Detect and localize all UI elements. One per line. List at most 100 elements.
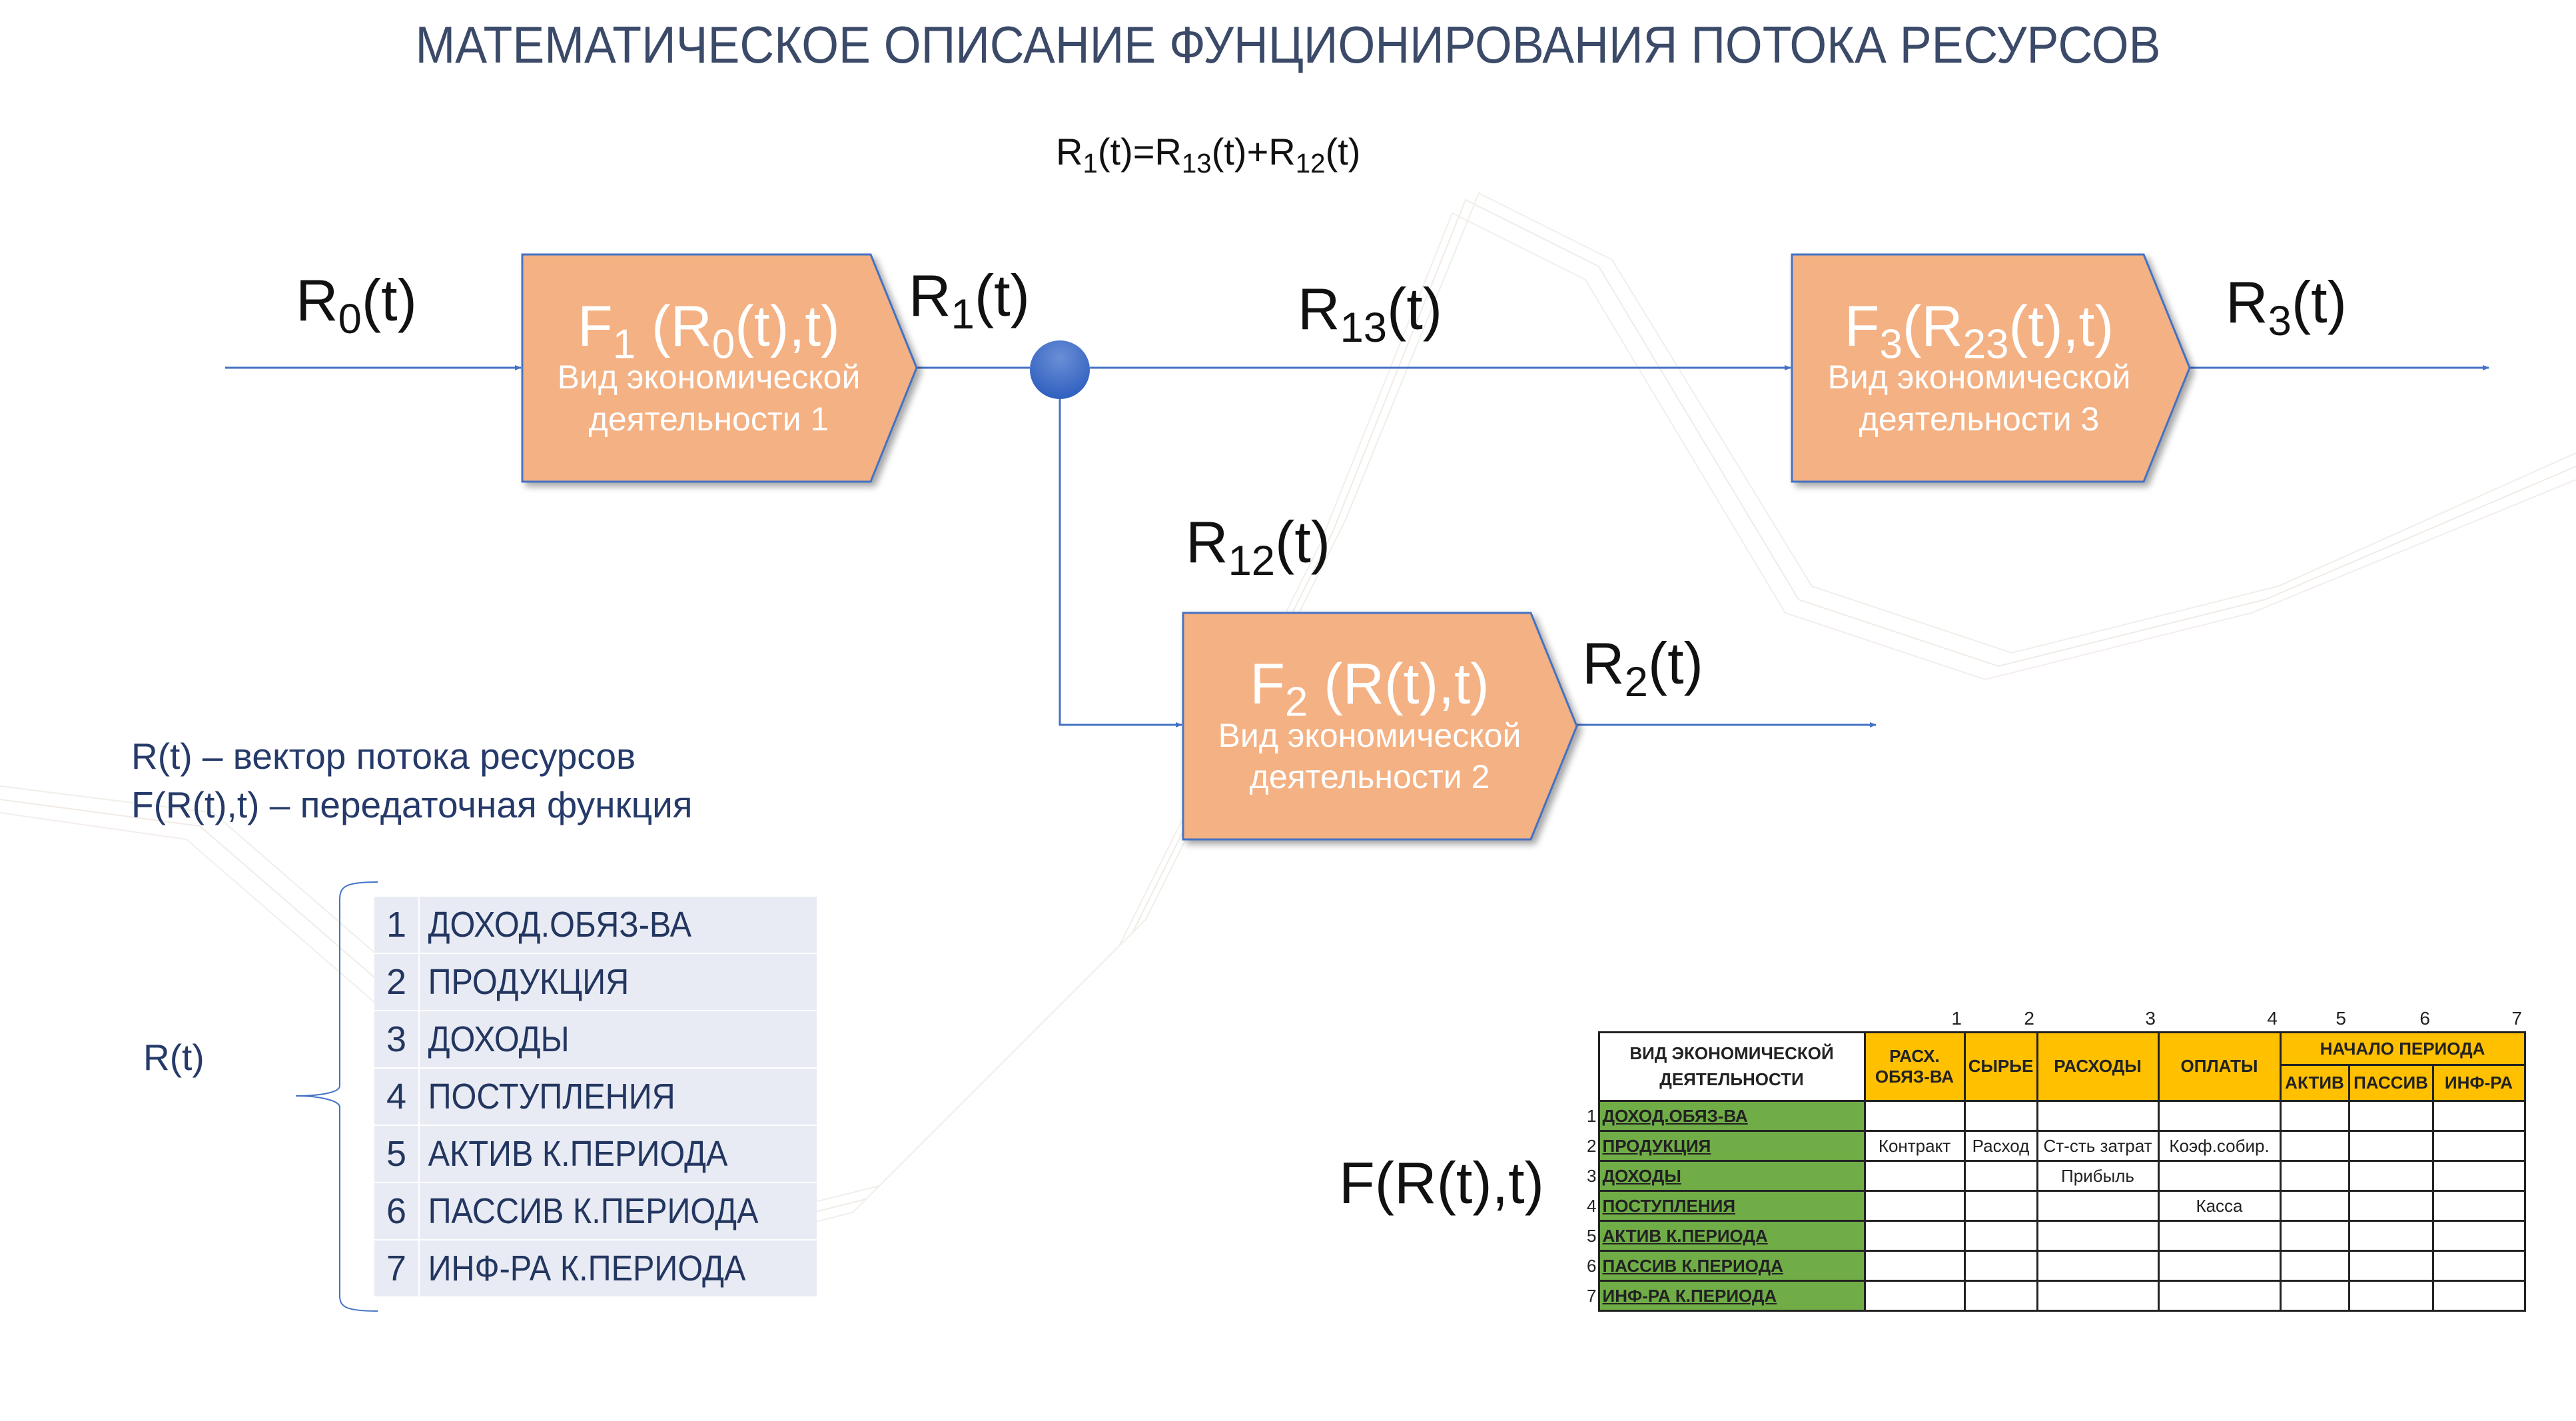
- table-cell: [2157, 1280, 2282, 1312]
- table-cell: [2431, 1130, 2526, 1162]
- row-label: ПОСТУПЛЕНИЯ: [1597, 1190, 1866, 1222]
- vector-item-number: 3: [374, 1011, 420, 1067]
- table-cell: Коэф.собир.: [2157, 1130, 2282, 1162]
- table-cell: [2431, 1190, 2526, 1222]
- table-cell: [2431, 1100, 2526, 1132]
- box-caption: Вид экономической: [557, 358, 861, 396]
- table-cell: [1963, 1190, 2038, 1222]
- box-shapes: [521, 253, 2191, 841]
- text-part: (t): [2291, 269, 2347, 335]
- table-cell: [2157, 1220, 2282, 1252]
- table-cell: [2279, 1100, 2350, 1132]
- text-part: ДЕЯТЕЛЬНОСТИ: [1659, 1069, 1804, 1089]
- table-cell: [2279, 1130, 2350, 1162]
- row-header: ВИД ЭКОНОМИЧЕСКОЙ ДЕЯТЕЛЬНОСТИ: [1597, 1031, 1866, 1102]
- box-function: F3(R23(t),t): [1845, 296, 2114, 365]
- row-label: ДОХОДЫ: [1597, 1160, 1866, 1192]
- activity-box-3: F3(R23(t),t) Вид экономической деятельно…: [1792, 254, 2166, 482]
- header-row-2: АКТИВ ПАССИВ ИНФ-РА: [1577, 1064, 2526, 1102]
- table-cell: [2348, 1190, 2434, 1222]
- text-part: (t): [1387, 276, 1443, 342]
- text-part: R: [1582, 630, 1625, 696]
- text-part: 0: [338, 296, 362, 342]
- table-cell: Контракт: [1863, 1130, 1966, 1162]
- table-cell: [2431, 1280, 2526, 1312]
- row-label: ДОХОД.ОБЯЗ-ВА: [1597, 1100, 1866, 1132]
- col-header-2: СЫРЬЕ: [1963, 1031, 2038, 1102]
- text-part: F: [578, 294, 613, 358]
- row-label: ПАССИВ К.ПЕРИОДА: [1597, 1250, 1866, 1282]
- column-number: 5: [2336, 1008, 2346, 1029]
- column-number: 7: [2511, 1008, 2522, 1029]
- box-caption: деятельности 2: [1249, 758, 1490, 796]
- legend-vector: R(t) – вектор потока ресурсов: [131, 735, 636, 777]
- table-cell: [2279, 1160, 2350, 1192]
- text-part: (t),t): [735, 294, 840, 358]
- row-number: 7: [1587, 1285, 1597, 1306]
- text-part: R: [296, 267, 338, 333]
- formula-part: R: [1056, 131, 1083, 173]
- table-cell: [2348, 1130, 2434, 1162]
- box-caption: Вид экономической: [1827, 358, 2131, 396]
- table-cell: [1963, 1160, 2038, 1192]
- vector-item-number: 2: [374, 954, 420, 1010]
- table-cell: [1863, 1100, 1966, 1132]
- vector-item-label: ДОХОД.ОБЯЗ-ВА: [428, 905, 692, 945]
- table-cell: [2348, 1160, 2434, 1192]
- header-row-1: ВИД ЭКОНОМИЧЕСКОЙ ДЕЯТЕЛЬНОСТИ РАСХ.ОБЯЗ-…: [1577, 1031, 2526, 1102]
- text-part: R: [1298, 276, 1340, 342]
- text-part: ВИД ЭКОНОМИЧЕСКОЙ: [1629, 1043, 1834, 1063]
- table-cell: [2036, 1280, 2160, 1312]
- formula-part: (t)+R: [1211, 131, 1296, 173]
- table-cell: [1963, 1280, 2038, 1312]
- col-group-header: НАЧАЛО ПЕРИОДА: [2279, 1031, 2526, 1067]
- table-cell: Расход: [1963, 1130, 2038, 1162]
- vector-item-number: 4: [374, 1069, 420, 1125]
- table-cell: [1863, 1160, 1966, 1192]
- legend-function: F(R(t),t) – передаточная функция: [131, 784, 693, 825]
- table-cell: Касса: [2157, 1190, 2282, 1222]
- flow-line-r12: [1059, 398, 1182, 727]
- text-part: R: [2226, 269, 2268, 335]
- text-part: 12: [1228, 538, 1276, 584]
- text-part: (t): [974, 262, 1030, 328]
- column-number: 4: [2267, 1008, 2278, 1029]
- activity-box-1: F1 (R0(t),t) Вид экономической деятельно…: [522, 254, 895, 482]
- vector-item-number: 5: [374, 1126, 420, 1182]
- text-part: РАСХ.: [1889, 1045, 1940, 1066]
- row-number: 6: [1587, 1255, 1597, 1276]
- text-part: 3: [1879, 321, 1903, 368]
- row-number: 2: [1587, 1135, 1597, 1156]
- box-2-shape: [1182, 612, 1578, 841]
- column-number: 6: [2419, 1008, 2430, 1029]
- table-cell: [2348, 1280, 2434, 1312]
- row-number: 5: [1587, 1225, 1597, 1246]
- text-part: 1: [612, 321, 636, 368]
- col-header-1: РАСХ.ОБЯЗ-ВА: [1863, 1031, 1966, 1102]
- table-cell: [2157, 1160, 2282, 1192]
- table-cell: [2348, 1220, 2434, 1252]
- text-part: 0: [711, 321, 735, 368]
- row-number: 3: [1587, 1165, 1597, 1186]
- activity-box-2: F2 (R(t),t) Вид экономической деятельнос…: [1183, 613, 1556, 839]
- signal-label-r0: R0(t): [296, 266, 417, 340]
- page-title: МАТЕМАТИЧЕСКОЕ ОПИСАНИЕ ФУНЦИОНИРОВАНИЯ …: [415, 15, 2161, 74]
- table-cell: [1863, 1280, 1966, 1312]
- table-cell: [1863, 1190, 1966, 1222]
- formula-part: (t): [1325, 131, 1361, 173]
- row-label: АКТИВ К.ПЕРИОДА: [1597, 1220, 1866, 1252]
- box-caption: деятельности 3: [1859, 400, 2100, 438]
- vector-brace: [295, 881, 378, 1312]
- table-cell: [2348, 1250, 2434, 1282]
